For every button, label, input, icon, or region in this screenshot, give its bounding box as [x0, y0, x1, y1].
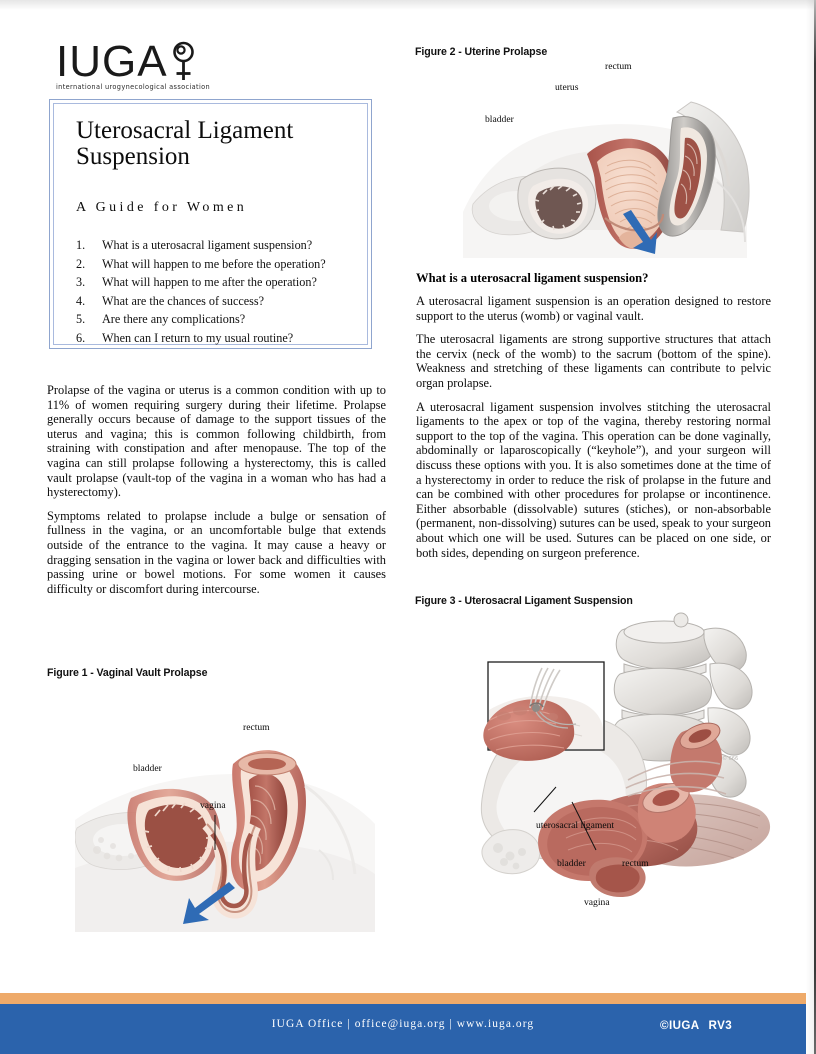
figure-3-caption: Figure 3 - Uterosacral Ligament Suspensi…	[415, 595, 633, 607]
figure-2-illustration: rectum uterus bladder	[455, 62, 755, 258]
paragraph: A uterosacral ligament suspension is an …	[416, 294, 771, 323]
toc-label: When can I return to my usual routine?	[102, 330, 294, 345]
list-item: 5. Are there any complications?	[76, 310, 349, 329]
logo-row: IUGA	[56, 37, 236, 86]
toc-label: What are the chances of success?	[102, 293, 265, 308]
logo-tagline: international urogynecological associati…	[56, 83, 211, 91]
figure-2-caption: Figure 2 - Uterine Prolapse	[415, 46, 548, 58]
footer-bar	[0, 1004, 806, 1054]
figure-2-label-uterus: uterus	[555, 82, 579, 93]
figure-3-inset	[483, 661, 605, 761]
figure-2-label-rectum: rectum	[605, 62, 632, 72]
table-of-contents: 1. What is a uterosacral ligament suspen…	[76, 236, 349, 348]
figure-3-label-bladder: bladder	[557, 858, 586, 869]
toc-number: 5.	[76, 312, 86, 327]
logo-wordmark: IUGA	[56, 37, 168, 86]
svg-text:© 666: © 666	[722, 755, 738, 762]
iuga-logo: IUGA international urogynecological asso…	[56, 37, 236, 92]
paragraph: Symptoms related to prolapse include a b…	[47, 508, 386, 596]
paragraph: Prolapse of the vagina or uterus is a co…	[47, 383, 386, 500]
figure-2-label-bladder: bladder	[485, 114, 514, 125]
figure-1-caption: Figure 1 - Vaginal Vault Prolapse	[47, 667, 208, 679]
figure-3-label-uterosacral-ligament: uterosacral ligament	[536, 820, 615, 831]
figure-1-illustration: rectum bladder vagina	[75, 700, 385, 932]
footer-contact-info: IUGA Office | office@iuga.org | www.iuga…	[271, 1018, 535, 1030]
figure-3-label-vagina: vagina	[584, 897, 610, 908]
title-box: Uterosacral Ligament Suspension A Guide …	[49, 99, 372, 349]
section-heading: What is a uterosacral ligament suspensio…	[416, 271, 649, 285]
document-subtitle: A Guide for Women	[76, 200, 248, 215]
toc-number: 3.	[76, 275, 86, 290]
paragraph: The uterosacral ligaments are strong sup…	[416, 332, 771, 390]
footer-accent-stripe	[0, 993, 806, 1004]
toc-label: What will happen to me before the operat…	[102, 256, 326, 271]
toc-label: Are there any complications?	[102, 312, 246, 327]
revision-text: RV3	[708, 1019, 733, 1032]
toc-label: What will happen to me after the operati…	[102, 275, 317, 290]
toc-label: What is a uterosacral ligament suspensio…	[102, 238, 313, 252]
figure-3-illustration: © 666	[470, 612, 775, 912]
list-item: 1. What is a uterosacral ligament suspen…	[76, 236, 349, 255]
title-box-inner: Uterosacral Ligament Suspension A Guide …	[53, 103, 368, 345]
venus-symbol-icon	[169, 40, 197, 82]
paragraph: A uterosacral ligament suspension involv…	[416, 399, 771, 560]
page-right-shadow	[806, 0, 814, 1054]
right-column: What is a uterosacral ligament suspensio…	[416, 271, 771, 569]
left-column: Prolapse of the vagina or uterus is a co…	[47, 383, 386, 605]
prolapse-direction-arrow	[623, 210, 657, 254]
footer-copyright: ©IUGA RV3	[660, 1019, 732, 1032]
figure-1-label-rectum: rectum	[243, 722, 270, 733]
page-top-shadow	[0, 0, 816, 10]
page-right-edge	[814, 0, 816, 1054]
prolapse-direction-arrow	[183, 882, 235, 924]
figure-3-label-rectum: rectum	[622, 858, 649, 869]
figure-1-label-vagina: vagina	[200, 800, 226, 811]
list-item: 6. When can I return to my usual routine…	[76, 329, 349, 348]
toc-number: 1.	[76, 238, 86, 252]
toc-number: 2.	[76, 256, 86, 271]
toc-number: 6.	[76, 330, 86, 345]
figure-1-label-bladder: bladder	[133, 763, 162, 774]
list-item: 4. What are the chances of success?	[76, 292, 349, 311]
toc-number: 4.	[76, 293, 86, 308]
list-item: 2. What will happen to me before the ope…	[76, 255, 349, 274]
page-title: Uterosacral Ligament Suspension	[76, 117, 294, 170]
copyright-text: ©IUGA	[660, 1019, 700, 1032]
list-item: 3. What will happen to me after the oper…	[76, 273, 349, 292]
